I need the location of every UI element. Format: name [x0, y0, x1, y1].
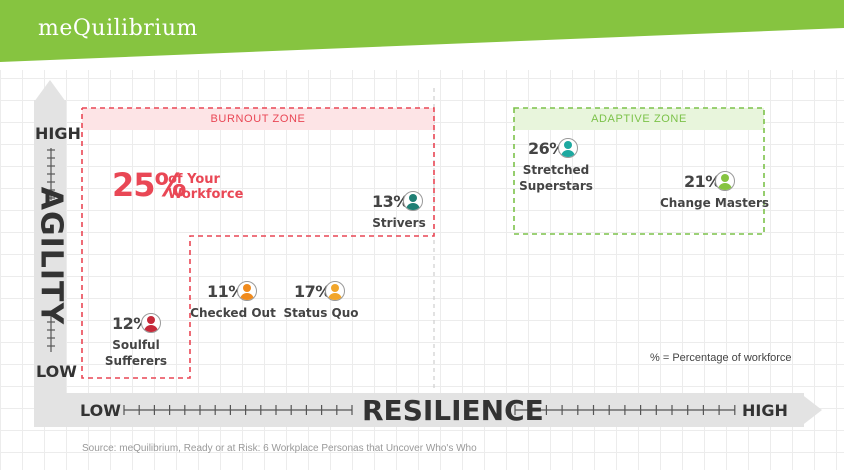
persona-percent: 13%: [372, 192, 409, 211]
adaptive-zone-label: ADAPTIVE ZONE: [591, 113, 687, 125]
person-icon: [325, 281, 345, 301]
headline-line2: Workforce: [168, 187, 244, 202]
y-axis-low-label: LOW: [36, 362, 77, 381]
burnout-zone-outline: [81, 107, 435, 379]
adaptive-zone-header: [514, 108, 764, 130]
y-axis-title: AGILITY: [33, 186, 69, 326]
person-icon: [558, 138, 578, 158]
person-icon: [403, 191, 423, 211]
y-axis-arrow: [34, 80, 66, 102]
persona-name: Strivers: [372, 216, 426, 230]
person-icon: [715, 171, 735, 191]
persona-name: Change Masters: [660, 196, 770, 210]
x-axis-arrow: [800, 393, 822, 427]
header-banner: [0, 0, 844, 62]
persona-percent: 17%: [294, 282, 331, 301]
persona-percent: 12%: [112, 314, 149, 333]
legend-note: % = Percentage of workforce: [650, 352, 792, 364]
burnout-zone-header: [82, 108, 434, 130]
brand-logo: meQuilibrium: [38, 16, 198, 41]
persona-percent: 26%: [528, 139, 565, 158]
y-axis-high-label: HIGH: [35, 124, 81, 143]
x-axis-title: RESILIENCE: [362, 394, 544, 427]
persona-percent: 21%: [684, 172, 721, 191]
burnout-zone-label: BURNOUT ZONE: [210, 113, 306, 125]
headline-percent: 25%: [112, 166, 187, 204]
headline-line1: of Your: [168, 172, 220, 187]
adaptive-zone-outline: [513, 107, 765, 235]
y-axis-ticks: [47, 148, 55, 352]
person-icon: [237, 281, 257, 301]
source-caption: Source: meQuilibrium, Ready or at Risk: …: [82, 443, 477, 454]
person-icon: [141, 313, 161, 333]
persona-name: Checked Out: [190, 306, 276, 320]
persona-percent: 11%: [207, 282, 244, 301]
x-axis-high-label: HIGH: [742, 401, 788, 420]
x-axis-low-label: LOW: [80, 401, 121, 420]
persona-name: Status Quo: [283, 306, 359, 320]
